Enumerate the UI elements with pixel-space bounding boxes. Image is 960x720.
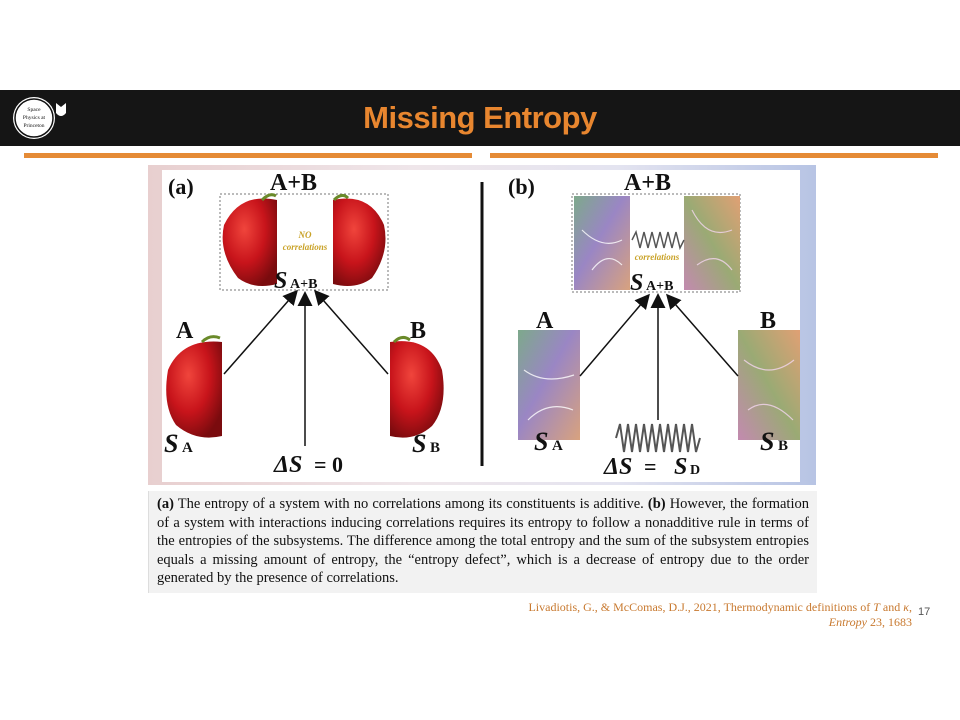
panel-b-label: (b): [508, 174, 535, 199]
nebula-a: [518, 330, 580, 440]
arrow-a-to-ab: [223, 289, 298, 375]
panel-b-s-ab-sub: A+B: [646, 279, 673, 294]
citation-kappa: κ: [903, 600, 909, 614]
apple-right-half: [333, 198, 386, 286]
apple-left-half: [222, 198, 277, 286]
panel-a-s-ab: S: [274, 268, 287, 294]
panel-a-s-b-sub: B: [430, 440, 440, 456]
caption-b-tag: (b): [647, 496, 666, 512]
panel-a-delta-s-value: = 0: [314, 452, 343, 477]
citation: Livadiotis, G., & McComas, D.J., 2021, T…: [482, 600, 912, 630]
panel-b-s-b: S: [760, 427, 774, 456]
panel-b-s-d: S: [674, 454, 687, 480]
panel-b-s-d-sub: D: [690, 463, 700, 478]
panel-a-s-a: S: [164, 429, 178, 458]
slide-title: Missing Entropy: [363, 100, 597, 135]
spring-ab: [631, 229, 685, 251]
arrow-b-b-to-ab: [666, 293, 739, 377]
logo-line-1: Space: [27, 107, 41, 113]
citation-and: and: [879, 600, 904, 614]
panel-b-s-a: S: [534, 427, 548, 456]
panel-b-subsystem-a: A: [536, 308, 554, 334]
princeton-logo: Space Physics at Princeton: [13, 97, 66, 139]
caption-a-tag: (a): [157, 496, 174, 512]
page-number: 17: [918, 606, 931, 618]
panel-b-delta-s: ΔS: [603, 454, 632, 480]
caption-text: (a) The entropy of a system with no corr…: [149, 491, 817, 588]
panel-a-combined-label: A+B: [270, 170, 317, 196]
no-correlations-label: correlations: [283, 242, 328, 252]
correlations-label: correlations: [635, 252, 680, 262]
logo-line-2: Physics at: [23, 115, 46, 121]
citation-comma: ,: [909, 600, 912, 614]
panel-a-s-b: S: [412, 429, 426, 458]
citation-authors: Livadiotis, G., & McComas, D.J., 2021, T…: [528, 600, 874, 614]
citation-line-2: Entropy 23, 1683: [482, 615, 912, 630]
apple-a: [166, 341, 222, 438]
citation-journal: Entropy: [828, 615, 867, 629]
title-underline-right: [490, 153, 938, 158]
nebula-b: [738, 330, 800, 440]
spring-defect: [615, 423, 701, 453]
apple-b: [390, 341, 444, 438]
panel-a-s-ab-sub: A+B: [290, 277, 317, 292]
logo-line-3: Princeton: [23, 123, 44, 129]
panel-b-s-b-sub: B: [778, 438, 788, 454]
panel-a-subsystem-a: A: [176, 318, 194, 344]
caption-a-text: The entropy of a system with no correlat…: [173, 496, 648, 512]
panel-a-subsystem-b: B: [410, 318, 426, 344]
panel-b-subsystem-b: B: [760, 308, 776, 334]
panel-b-equals: =: [644, 454, 657, 479]
citation-line-1: Livadiotis, G., & McComas, D.J., 2021, T…: [482, 600, 912, 615]
caption-b-text: However, the formation of a system with …: [157, 496, 809, 586]
panel-b-s-ab: S: [630, 270, 643, 296]
figure-caption: (a) The entropy of a system with no corr…: [148, 491, 817, 593]
panel-a-combined-box: [219, 193, 389, 291]
panel-b-combined-label: A+B: [624, 170, 671, 196]
panel-a-label: (a): [168, 174, 194, 199]
panel-a-delta-s: ΔS: [273, 452, 302, 478]
title-bar: [0, 90, 960, 146]
no-label: NO: [298, 230, 312, 240]
entropy-diagram: (a) A+B NO correlations S A+B A B S A S …: [164, 170, 800, 480]
arrow-b-to-ab: [314, 289, 389, 375]
panel-b-s-a-sub: A: [552, 438, 563, 454]
citation-t: T: [873, 600, 880, 614]
citation-volume: 23, 1683: [867, 615, 912, 629]
panel-a-s-a-sub: A: [182, 440, 193, 456]
arrow-b-a-to-ab: [579, 293, 650, 377]
title-underline-left: [24, 153, 472, 158]
